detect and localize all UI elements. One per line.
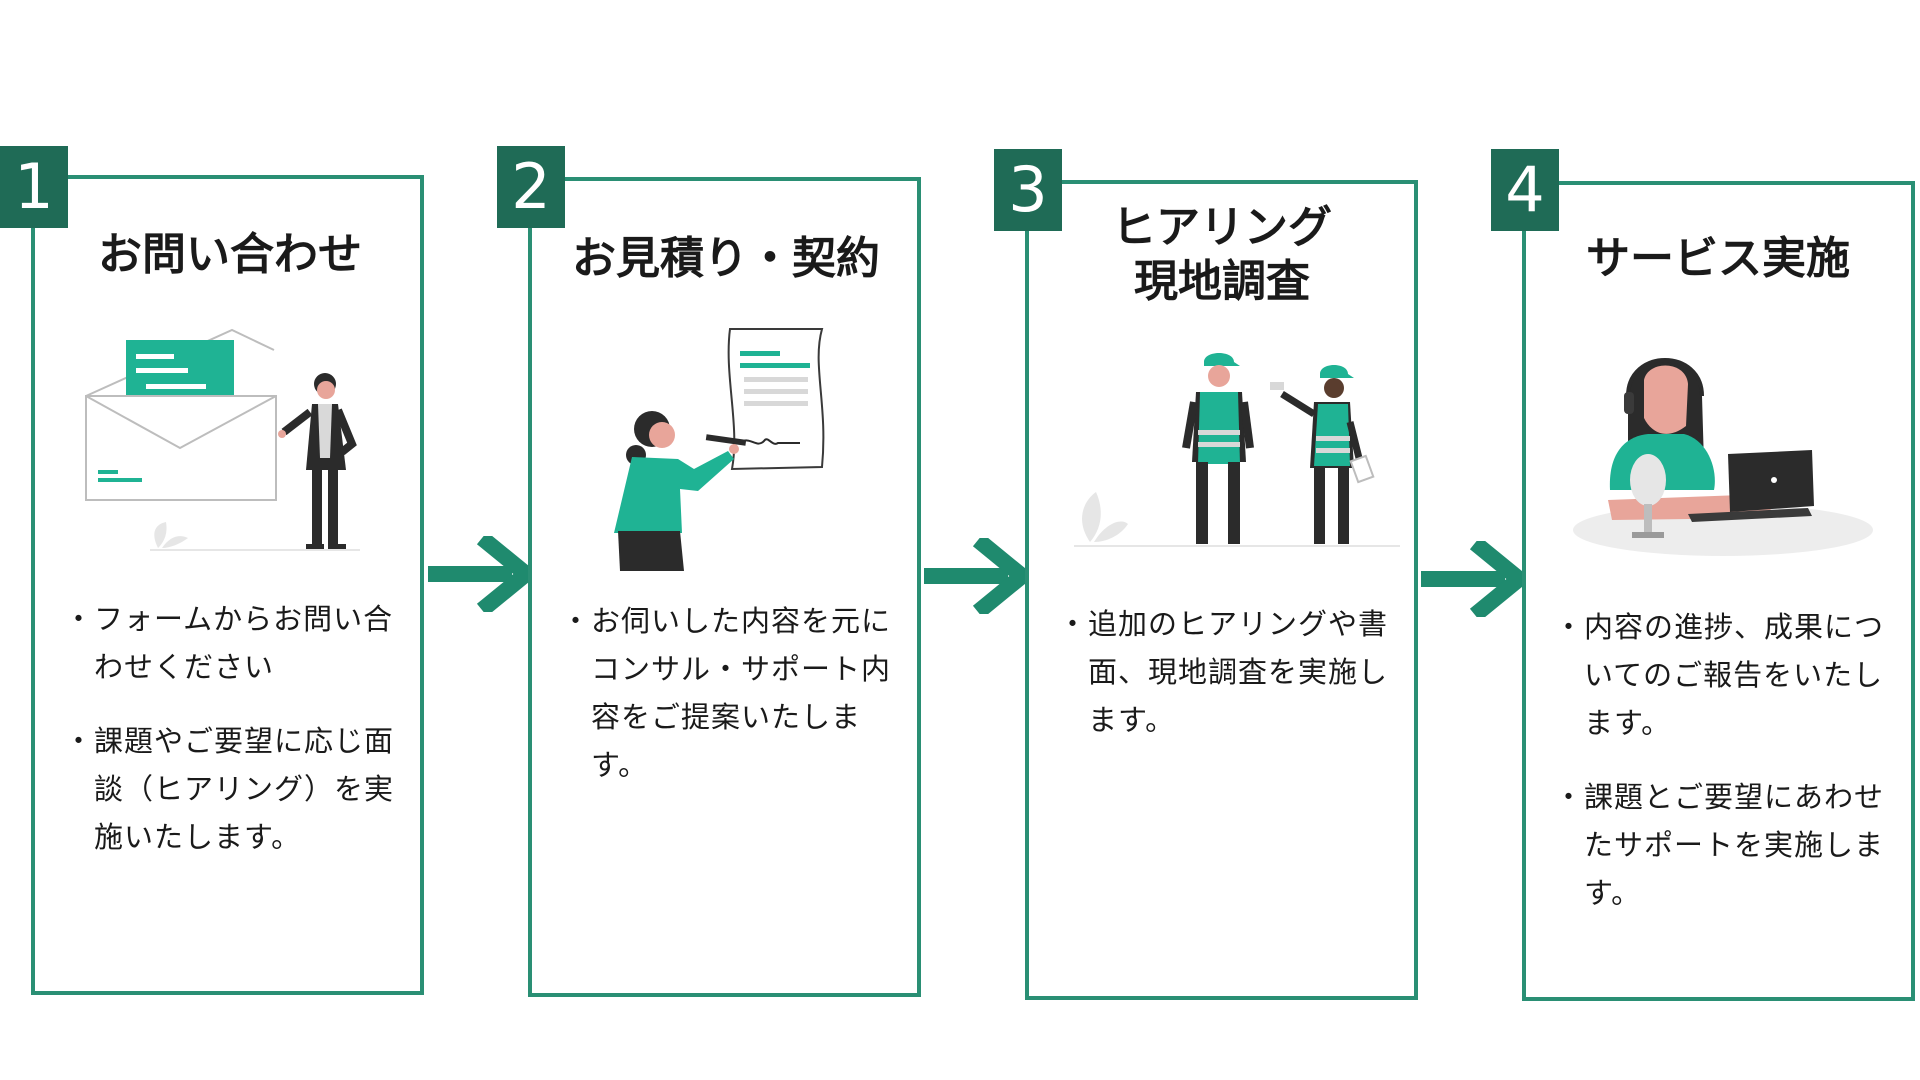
step-number-badge: 2	[497, 146, 565, 228]
step-bullet-list: ・フォームからお問い合わせください ・課題やご要望に応じ面談（ヒアリング）を実施…	[64, 595, 394, 887]
bullet-mark: ・	[1554, 610, 1585, 644]
step-number-badge: 1	[0, 146, 68, 228]
right-arrow-icon	[924, 538, 1026, 614]
right-arrow-icon	[1421, 541, 1523, 617]
bullet-text: お伺いした内容を元にコンサル・サポート内容をご提案いたします。	[591, 604, 892, 782]
bullet-text: 内容の進捗、成果についてのご報告をいたします。	[1584, 610, 1885, 740]
step-title-line: ヒアリング	[1112, 202, 1332, 253]
list-item: ・追加のヒアリングや書面、現地調査を実施します。	[1058, 600, 1388, 744]
bullet-text: 課題やご要望に応じ面談（ヒアリング）を実施いたします。	[94, 724, 395, 854]
bullet-mark: ・	[64, 724, 95, 758]
bullet-text: フォームからお問い合わせください	[94, 602, 394, 684]
step-number-badge: 3	[994, 149, 1062, 231]
list-item: ・課題とご要望にあわせたサポートを実施します。	[1554, 773, 1884, 917]
step-card-1	[31, 175, 424, 995]
step-title-line: お問い合わせ	[98, 229, 362, 280]
right-arrow-icon	[428, 536, 530, 612]
step-bullet-list: ・追加のヒアリングや書面、現地調査を実施します。	[1058, 600, 1388, 770]
step-card-2	[528, 177, 921, 997]
step-title: お問い合わせ	[62, 228, 398, 282]
list-item: ・お伺いした内容を元にコンサル・サポート内容をご提案いたします。	[561, 597, 891, 789]
step-number-badge: 4	[1491, 149, 1559, 231]
step-title-line: サービス実施	[1586, 233, 1850, 284]
bullet-mark: ・	[1554, 780, 1585, 814]
step-title: サービス実施	[1548, 232, 1888, 286]
woman-headset-laptop-illustration	[1573, 358, 1873, 556]
woman-signing-contract-illustration	[614, 328, 825, 571]
list-item: ・課題やご要望に応じ面談（ヒアリング）を実施いたします。	[64, 717, 394, 861]
step-title: お見積り・契約	[556, 232, 896, 286]
list-item: ・内容の進捗、成果についてのご報告をいたします。	[1554, 603, 1884, 747]
step-title: ヒアリング 現地調査	[1052, 201, 1392, 309]
bullet-text: 追加のヒアリングや書面、現地調査を実施します。	[1088, 607, 1389, 737]
list-item: ・フォームからお問い合わせください	[64, 595, 394, 691]
step-title-line: 現地調査	[1134, 256, 1310, 307]
envelope-businessman-illustration	[85, 328, 360, 551]
step-card-3	[1025, 180, 1418, 1000]
bullet-mark: ・	[64, 602, 95, 636]
bullet-text: 課題とご要望にあわせたサポートを実施します。	[1584, 780, 1885, 910]
bullet-mark: ・	[1058, 607, 1089, 641]
step-title-line: お見積り・契約	[572, 233, 880, 284]
step-card-4	[1522, 181, 1915, 1001]
field-workers-survey-illustration	[1074, 353, 1400, 547]
step-bullet-list: ・内容の進捗、成果についてのご報告をいたします。 ・課題とご要望にあわせたサポー…	[1554, 603, 1884, 943]
bullet-mark: ・	[561, 604, 592, 638]
step-bullet-list: ・お伺いした内容を元にコンサル・サポート内容をご提案いたします。	[561, 597, 891, 815]
